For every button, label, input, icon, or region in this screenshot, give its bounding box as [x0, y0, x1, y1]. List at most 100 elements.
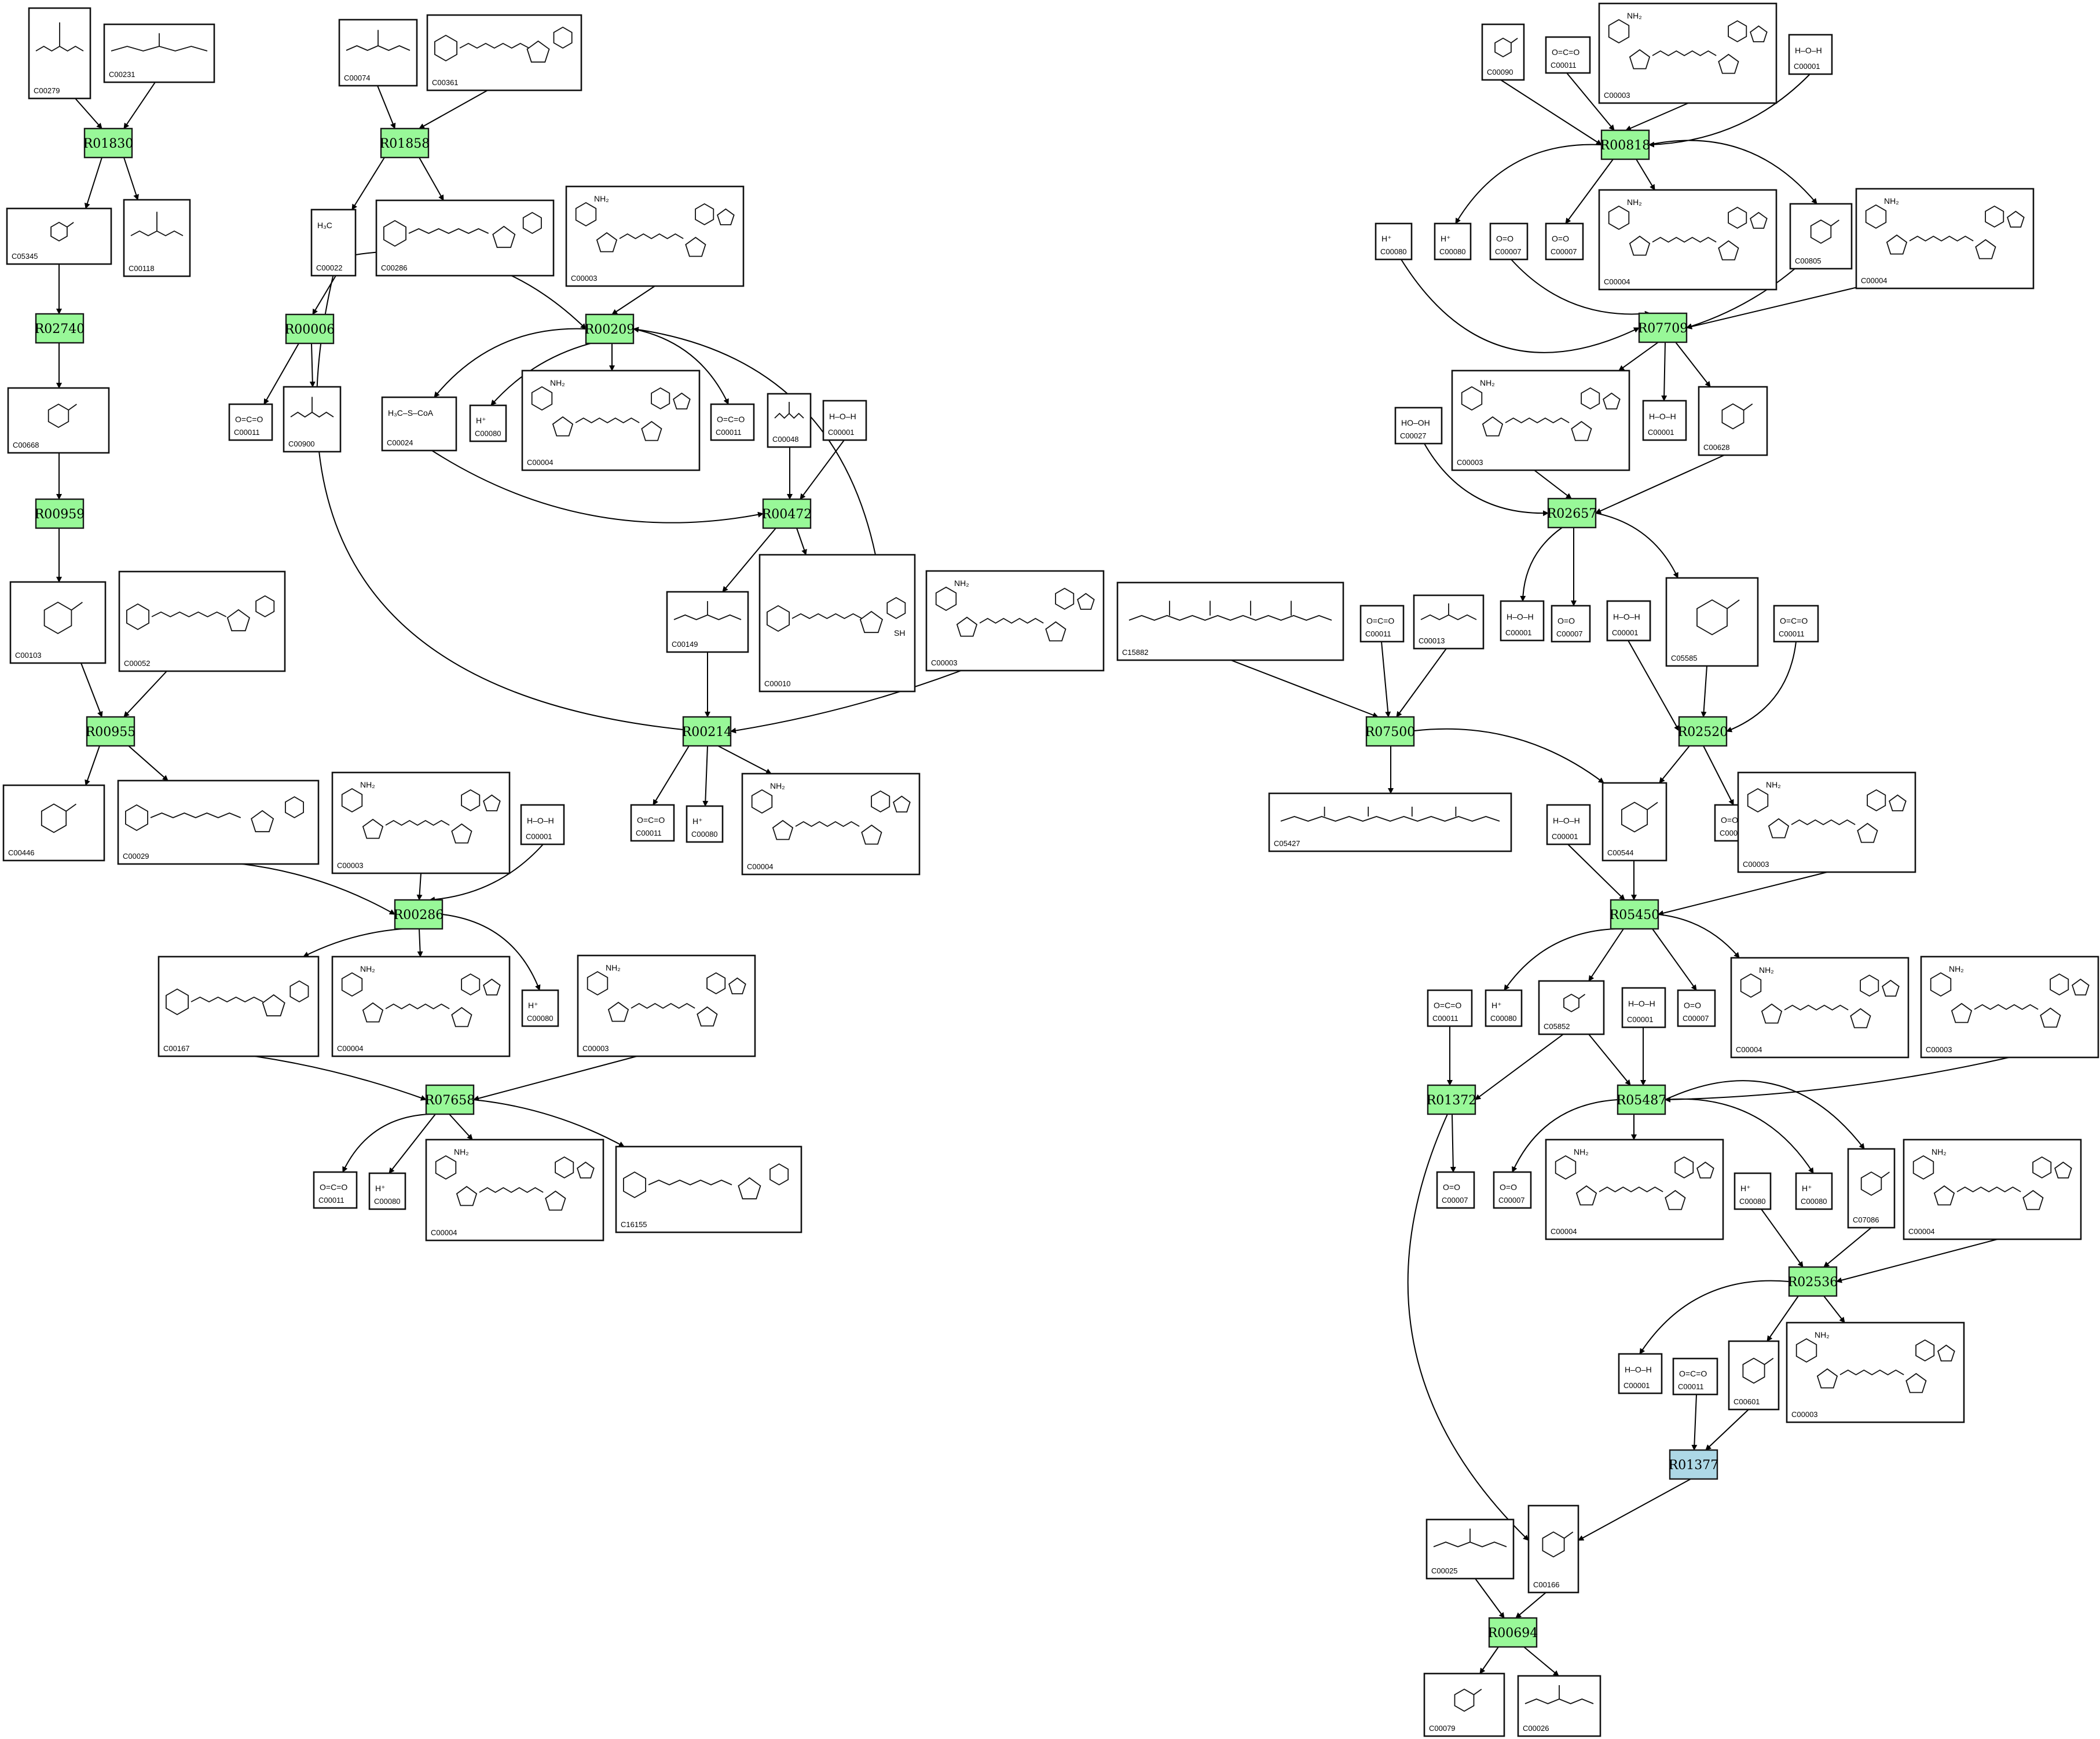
compound-box[interactable] [1606, 600, 1651, 642]
compound-box[interactable] [1436, 1171, 1475, 1209]
reaction-box[interactable] [35, 313, 85, 344]
reaction-node[interactable]: R00694 [1488, 1617, 1538, 1648]
reaction-box[interactable] [1600, 129, 1650, 160]
reaction-node[interactable]: R02657 [1547, 497, 1597, 529]
compound-box[interactable] [710, 403, 755, 441]
reaction-node[interactable]: R01372 [1427, 1084, 1477, 1115]
reaction-box[interactable] [1788, 1266, 1838, 1297]
compound-box[interactable] [1618, 1353, 1663, 1394]
compound-node[interactable]: C00166 [1527, 1504, 1579, 1594]
compound-box[interactable] [1545, 222, 1584, 261]
reaction-box[interactable] [1610, 899, 1659, 930]
reaction-box[interactable] [585, 313, 635, 345]
compound-box[interactable] [1728, 1340, 1780, 1411]
compound-node[interactable]: C00361 [426, 14, 582, 91]
compound-node[interactable]: C07086 [1847, 1148, 1896, 1229]
reaction-box[interactable] [682, 716, 732, 747]
compound-box[interactable] [1434, 222, 1472, 261]
compound-box[interactable] [1268, 792, 1512, 852]
compound-node[interactable]: C15882 [1116, 581, 1344, 661]
compound-node[interactable]: C00286 [375, 199, 555, 277]
compound-node[interactable]: C00079 [1423, 1672, 1505, 1737]
reaction-node[interactable]: R05487 [1617, 1084, 1667, 1115]
compound-box[interactable] [1598, 189, 1778, 291]
compound-box[interactable] [521, 989, 559, 1027]
reaction-box[interactable] [394, 899, 444, 930]
reaction-box[interactable] [1547, 497, 1597, 529]
compound-box[interactable] [1847, 1148, 1896, 1229]
compound-box[interactable] [1677, 989, 1716, 1027]
compound-node[interactable]: H⁺C00080 [1434, 222, 1472, 261]
compound-node[interactable]: C00544 [1601, 782, 1667, 862]
compound-node[interactable]: C00149 [666, 591, 749, 653]
compound-box[interactable] [822, 400, 867, 441]
compound-node[interactable]: H⁺C00080 [521, 989, 559, 1027]
reaction-node[interactable]: R00209 [585, 313, 635, 345]
compound-node[interactable]: H⁺C00080 [686, 805, 724, 843]
compound-box[interactable] [1545, 36, 1591, 74]
compound-box[interactable] [228, 403, 273, 441]
reaction-node[interactable]: R00959 [35, 498, 85, 529]
compound-box[interactable] [1546, 804, 1591, 845]
reaction-node[interactable]: R01377 [1669, 1449, 1719, 1480]
reaction-node[interactable]: R00818 [1600, 129, 1651, 160]
compound-box[interactable] [630, 804, 675, 842]
compound-box[interactable] [1427, 989, 1473, 1027]
reaction-node[interactable]: R01858 [380, 127, 430, 159]
reaction-box[interactable] [1617, 1084, 1666, 1115]
compound-box[interactable] [1773, 605, 1819, 643]
reaction-node[interactable]: R01830 [83, 127, 134, 159]
compound-box[interactable] [1698, 386, 1768, 456]
compound-box[interactable] [1375, 222, 1413, 261]
compound-node[interactable]: C00013 [1413, 594, 1485, 650]
compound-box[interactable] [1733, 1172, 1772, 1210]
compound-node[interactable]: C00668 [7, 387, 110, 454]
compound-node[interactable]: C00025 [1425, 1518, 1515, 1580]
reaction-box[interactable] [35, 498, 85, 529]
compound-box[interactable] [9, 581, 107, 664]
compound-box[interactable] [1485, 989, 1523, 1027]
reaction-box[interactable] [1427, 1084, 1476, 1115]
compound-node[interactable]: C00103 [9, 581, 107, 664]
compound-box[interactable] [1527, 1504, 1579, 1594]
compound-box[interactable] [469, 404, 507, 442]
reaction-node[interactable]: R07658 [425, 1084, 475, 1115]
compound-box[interactable] [1451, 369, 1630, 471]
compound-node[interactable]: C00118 [123, 199, 191, 277]
compound-box[interactable] [1500, 600, 1545, 642]
compound-node[interactable]: C00048 [767, 393, 812, 448]
compound-node[interactable]: C05852 [1538, 980, 1605, 1035]
reaction-node[interactable]: R07500 [1365, 716, 1416, 747]
reaction-box[interactable] [425, 1084, 475, 1115]
reaction-node[interactable]: R00006 [285, 313, 335, 345]
compound-box[interactable] [1116, 581, 1344, 661]
compound-node[interactable]: C05345 [6, 207, 112, 265]
reaction-node[interactable]: R02740 [35, 313, 85, 344]
compound-node[interactable]: C00231 [103, 23, 215, 83]
compound-box[interactable] [1642, 400, 1687, 441]
compound-box[interactable] [426, 14, 582, 91]
compound-node[interactable]: C00026 [1517, 1675, 1601, 1737]
reaction-box[interactable] [380, 127, 430, 159]
